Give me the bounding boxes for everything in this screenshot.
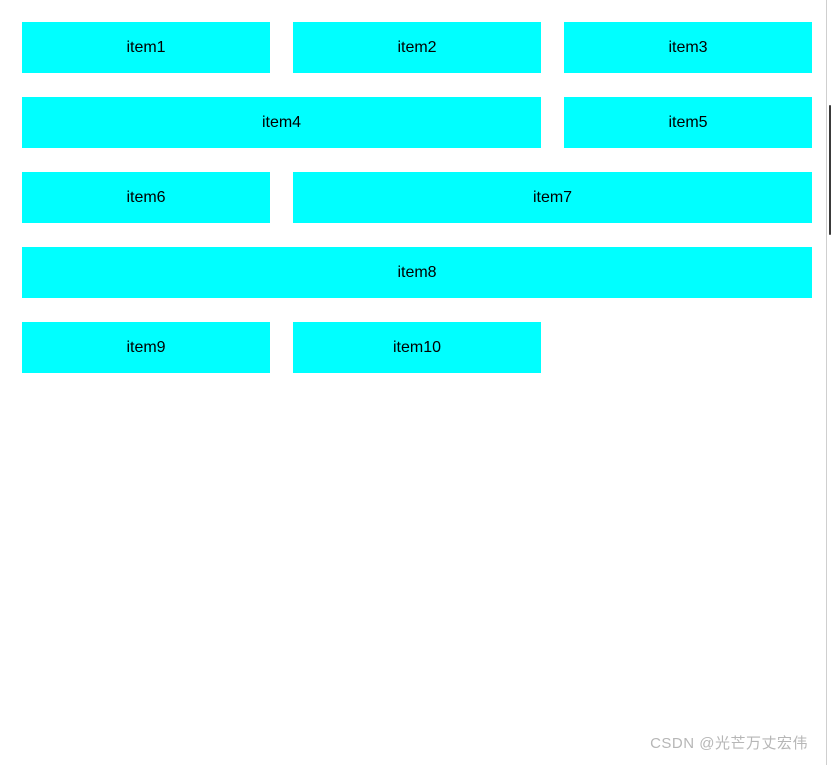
grid-item: item6 xyxy=(22,172,270,223)
grid-item: item2 xyxy=(293,22,541,73)
grid-item: item1 xyxy=(22,22,270,73)
grid-item: item9 xyxy=(22,322,270,373)
csdn-watermark: CSDN @光芒万丈宏伟 xyxy=(650,735,808,752)
grid-item: item7 xyxy=(293,172,812,223)
grid-item: item4 xyxy=(22,97,541,148)
scrollbar-thumb[interactable] xyxy=(829,105,831,235)
vertical-scrollbar[interactable] xyxy=(826,0,834,765)
grid-container: item1 item2 item3 item4 item5 item6 item7 item8… xyxy=(22,22,812,373)
grid-item: item5 xyxy=(564,97,812,148)
grid-item: item8 xyxy=(22,247,812,298)
grid-item: item3 xyxy=(564,22,812,73)
scrollbar-track[interactable] xyxy=(827,0,834,765)
grid-item: item10 xyxy=(293,322,541,373)
